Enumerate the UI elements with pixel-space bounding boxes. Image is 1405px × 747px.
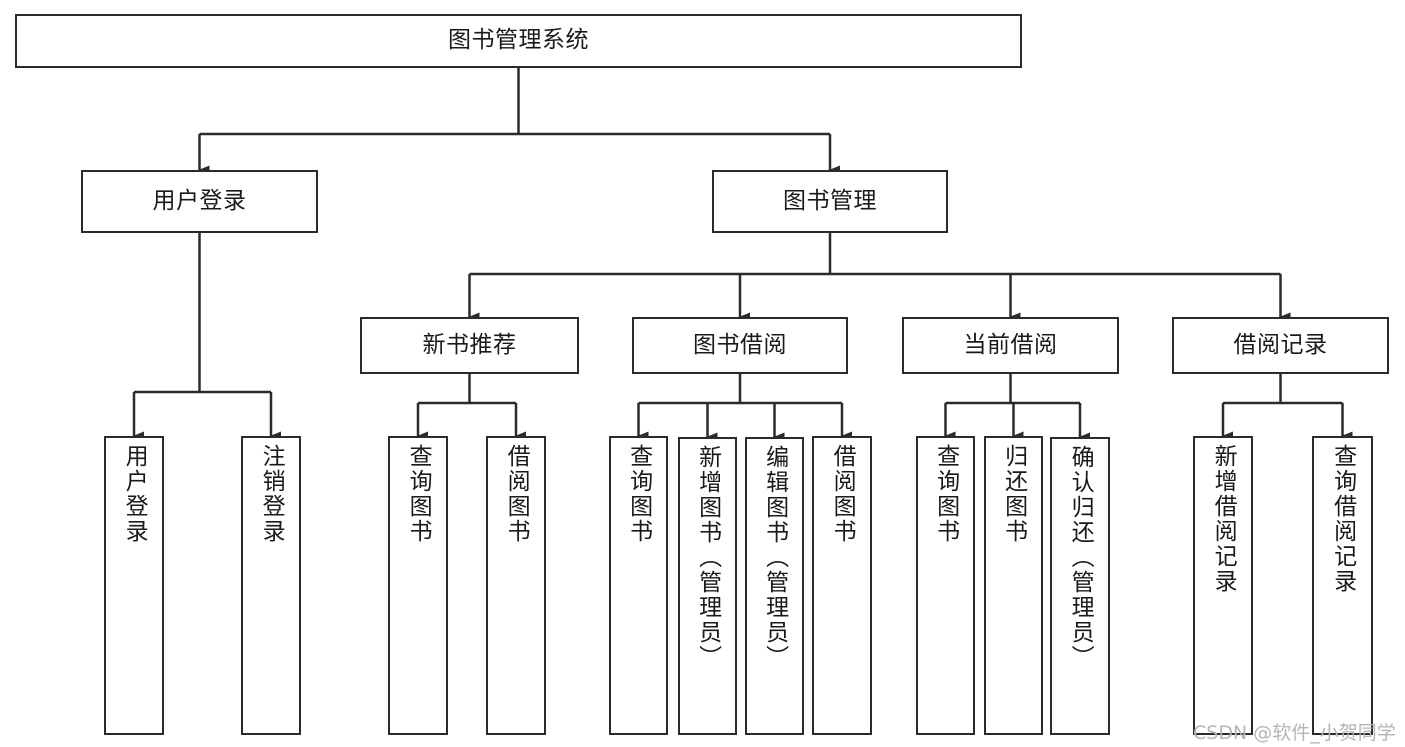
node-leaf-return-book[interactable]: 归还图书 bbox=[984, 436, 1043, 735]
node-label-borrow-record: 借阅记录 bbox=[1233, 331, 1328, 358]
node-user-login[interactable]: 用户登录 bbox=[81, 170, 318, 233]
node-leaf-add-book-admin[interactable]: 新增图书（管理员） bbox=[678, 437, 737, 735]
node-label-leaf-add-borrow-record: 新增借阅记录 bbox=[1210, 444, 1237, 594]
node-label-leaf-query-book-3: 查询图书 bbox=[932, 444, 959, 544]
node-leaf-query-borrow-record[interactable]: 查询借阅记录 bbox=[1312, 436, 1373, 735]
node-current-borrow[interactable]: 当前借阅 bbox=[902, 317, 1119, 374]
node-borrow-record[interactable]: 借阅记录 bbox=[1172, 317, 1389, 374]
node-label-new-book-recommend: 新书推荐 bbox=[422, 331, 517, 358]
node-book-borrow[interactable]: 图书借阅 bbox=[632, 317, 848, 374]
node-leaf-edit-book-admin[interactable]: 编辑图书（管理员） bbox=[745, 437, 804, 735]
node-leaf-logout-login[interactable]: 注销登录 bbox=[241, 436, 301, 735]
node-label-leaf-user-login: 用户登录 bbox=[121, 444, 148, 544]
node-label-leaf-add-book-admin: 新增图书（管理员） bbox=[694, 445, 721, 670]
node-leaf-query-book-1[interactable]: 查询图书 bbox=[388, 436, 448, 735]
node-label-leaf-edit-book-admin: 编辑图书（管理员） bbox=[761, 445, 788, 670]
node-label-leaf-confirm-return-admin: 确认归还（管理员） bbox=[1067, 445, 1094, 670]
node-label-leaf-borrow-book-2: 借阅图书 bbox=[829, 444, 856, 544]
node-leaf-query-book-3[interactable]: 查询图书 bbox=[916, 436, 975, 735]
edges-group bbox=[132, 68, 1353, 442]
node-root[interactable]: 图书管理系统 bbox=[15, 14, 1022, 68]
node-label-root: 图书管理系统 bbox=[448, 27, 589, 54]
node-new-book-recommend[interactable]: 新书推荐 bbox=[360, 317, 579, 374]
node-label-leaf-query-book-2: 查询图书 bbox=[625, 444, 652, 544]
node-leaf-add-borrow-record[interactable]: 新增借阅记录 bbox=[1193, 436, 1253, 735]
node-label-current-borrow: 当前借阅 bbox=[963, 331, 1058, 358]
node-label-book-manage: 图书管理 bbox=[783, 187, 877, 214]
node-label-leaf-logout-login: 注销登录 bbox=[258, 444, 285, 544]
node-leaf-confirm-return-admin[interactable]: 确认归还（管理员） bbox=[1050, 437, 1110, 735]
node-leaf-borrow-book-2[interactable]: 借阅图书 bbox=[812, 436, 872, 735]
node-leaf-user-login[interactable]: 用户登录 bbox=[104, 436, 164, 735]
node-label-leaf-borrow-book-1: 借阅图书 bbox=[503, 444, 530, 544]
node-label-leaf-return-book: 归还图书 bbox=[1000, 444, 1027, 544]
csdn-watermark: CSDN @软件_小贺同学 bbox=[1193, 722, 1396, 744]
node-label-book-borrow: 图书借阅 bbox=[693, 331, 787, 358]
node-leaf-borrow-book-1[interactable]: 借阅图书 bbox=[486, 436, 546, 735]
node-label-leaf-query-borrow-record: 查询借阅记录 bbox=[1329, 444, 1356, 594]
node-book-manage[interactable]: 图书管理 bbox=[712, 170, 948, 233]
node-leaf-query-book-2[interactable]: 查询图书 bbox=[609, 436, 668, 735]
node-label-user-login: 用户登录 bbox=[152, 187, 247, 214]
node-label-leaf-query-book-1: 查询图书 bbox=[405, 444, 432, 544]
